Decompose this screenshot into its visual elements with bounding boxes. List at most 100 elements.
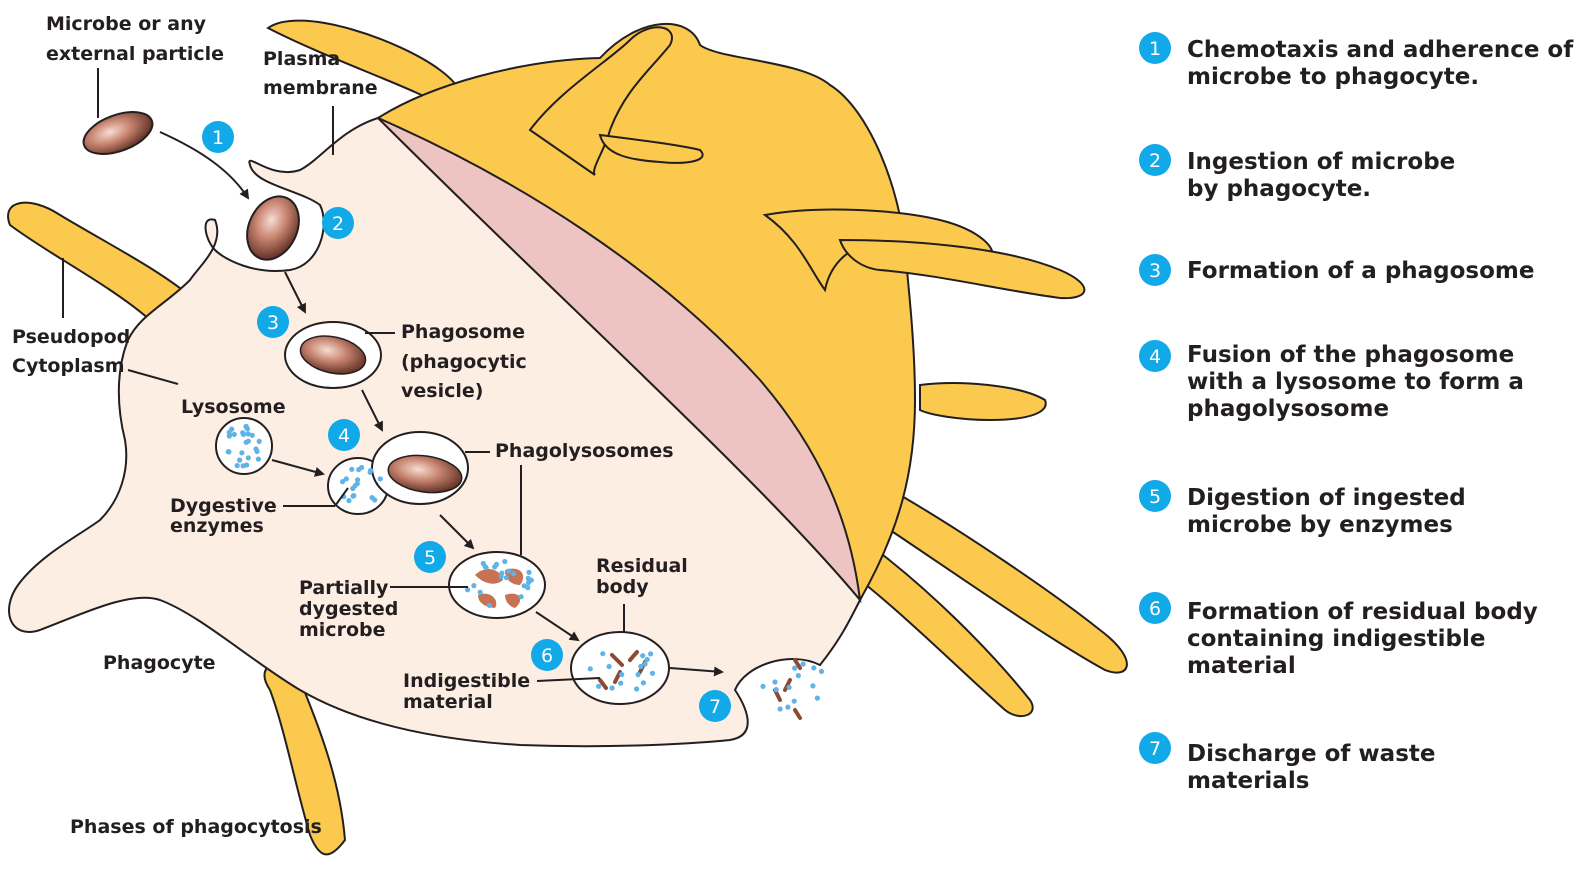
legend-step-2: 2 Ingestion of microbe by phagocyte. (1139, 144, 1455, 202)
svg-text:1: 1 (1149, 38, 1161, 60)
cell-cytoplasm (8, 116, 862, 748)
enzyme-dot (635, 672, 641, 678)
enzyme-dot (245, 431, 251, 437)
svg-text:1: 1 (212, 127, 224, 149)
svg-text:4: 4 (1149, 346, 1161, 368)
enzyme-dot (506, 568, 512, 574)
enzyme-dot (528, 577, 534, 583)
svg-text:containing indigestible: containing indigestible (1187, 626, 1486, 652)
label-partial-3: microbe (299, 619, 385, 641)
enzyme-dot (814, 695, 821, 701)
enzyme-dot (606, 663, 612, 670)
enzyme-dot (240, 431, 247, 437)
badge-4: 4 (328, 419, 360, 451)
enzyme-dot (356, 467, 362, 473)
svg-text:phagolysosome: phagolysosome (1187, 396, 1389, 422)
svg-text:3: 3 (267, 312, 279, 334)
enzyme-dot (226, 449, 232, 455)
enzyme-dot (369, 495, 375, 501)
enzyme-dot (638, 663, 644, 670)
enzyme-dot (644, 656, 650, 663)
enzyme-dot (795, 673, 801, 679)
enzyme-dot (503, 575, 509, 581)
legend-step-1: 1 Chemotaxis and adherence of microbe to… (1139, 32, 1574, 90)
flow-arrows (159, 131, 724, 677)
enzyme-dot (640, 680, 647, 686)
svg-text:3: 3 (1149, 260, 1161, 282)
enzyme-dot (609, 685, 615, 691)
enzyme-dot (239, 450, 245, 456)
enzyme-dot (340, 479, 346, 485)
label-plasma-1: Plasma (263, 48, 340, 70)
diagram-labels: Microbe or any external particle Plasma … (12, 13, 688, 838)
enzyme-dot (510, 571, 517, 577)
svg-text:6: 6 (1149, 598, 1161, 620)
enzyme-dot (245, 438, 251, 444)
label-microbe-2: external particle (46, 43, 224, 65)
waste-discharge (760, 658, 825, 720)
label-cytoplasm: Cytoplasm (12, 355, 125, 377)
diagram-step-badges: 1 2 3 4 5 6 7 (202, 121, 731, 722)
svg-text:microbe by enzymes: microbe by enzymes (1187, 512, 1453, 538)
enzyme-dot (810, 683, 816, 689)
badge-1: 1 (202, 121, 234, 153)
enzyme-dot (773, 687, 779, 693)
enzyme-dot (355, 477, 361, 483)
enzyme-dot (518, 594, 524, 600)
svg-text:Formation of residual body: Formation of residual body (1187, 599, 1538, 625)
enzyme-dot (480, 560, 486, 567)
enzyme-dot (800, 661, 806, 667)
enzyme-dot (237, 457, 243, 463)
svg-text:4: 4 (338, 425, 350, 447)
enzyme-dot (227, 432, 233, 438)
label-pseudopod: Pseudopod (12, 326, 130, 348)
enzyme-dot (811, 665, 817, 671)
svg-text:6: 6 (541, 645, 553, 667)
legend-step-5: 5 Digestion of ingested microbe by enzym… (1139, 480, 1466, 538)
svg-text:2: 2 (332, 213, 344, 235)
label-phagosome-3: vesicle) (401, 380, 483, 402)
enzyme-dot (818, 668, 825, 675)
enzyme-dot (245, 455, 251, 461)
enzyme-dot (649, 670, 656, 676)
enzyme-dot (600, 651, 606, 657)
svg-text:Ingestion of microbe: Ingestion of microbe (1187, 149, 1455, 175)
badge-6: 6 (531, 639, 563, 671)
enzyme-dot (471, 583, 477, 589)
label-phagocyte: Phagocyte (103, 652, 216, 674)
svg-text:5: 5 (424, 547, 436, 569)
enzyme-dot (777, 706, 783, 712)
enzyme-dot (483, 565, 489, 571)
enzyme-dot (477, 589, 483, 595)
svg-text:Chemotaxis and adherence of: Chemotaxis and adherence of (1187, 37, 1574, 63)
label-lysosome: Lysosome (181, 396, 286, 418)
svg-text:material: material (1187, 653, 1296, 679)
label-partial-2: dygested (299, 598, 398, 620)
external-microbe (82, 111, 154, 155)
enzyme-dot (346, 498, 352, 504)
enzyme-dot (587, 666, 593, 672)
enzyme-dot (377, 476, 383, 482)
enzyme-dot (465, 587, 471, 593)
enzyme-dot (234, 463, 240, 469)
legend-step-7: 7 Discharge of waste materials (1139, 732, 1435, 794)
front-projections (528, 26, 1086, 300)
badge-7: 7 (699, 690, 731, 722)
enzyme-dot (498, 573, 504, 580)
badge-2: 2 (322, 207, 354, 239)
svg-text:7: 7 (1149, 738, 1161, 760)
svg-text:Discharge of waste: Discharge of waste (1187, 741, 1435, 767)
ingested-microbe (246, 195, 300, 261)
svg-text:materials: materials (1187, 768, 1309, 794)
enzyme-dot (249, 432, 255, 438)
enzyme-dot (772, 679, 778, 685)
phagolysosome (327, 431, 469, 515)
enzyme-dot (785, 704, 791, 710)
enzyme-dot (634, 686, 640, 692)
enzyme-dot (786, 684, 792, 691)
label-indigestible-2: material (403, 691, 493, 713)
badge-5: 5 (414, 541, 446, 573)
enzyme-dot (343, 476, 349, 482)
enzyme-dot (596, 683, 602, 689)
